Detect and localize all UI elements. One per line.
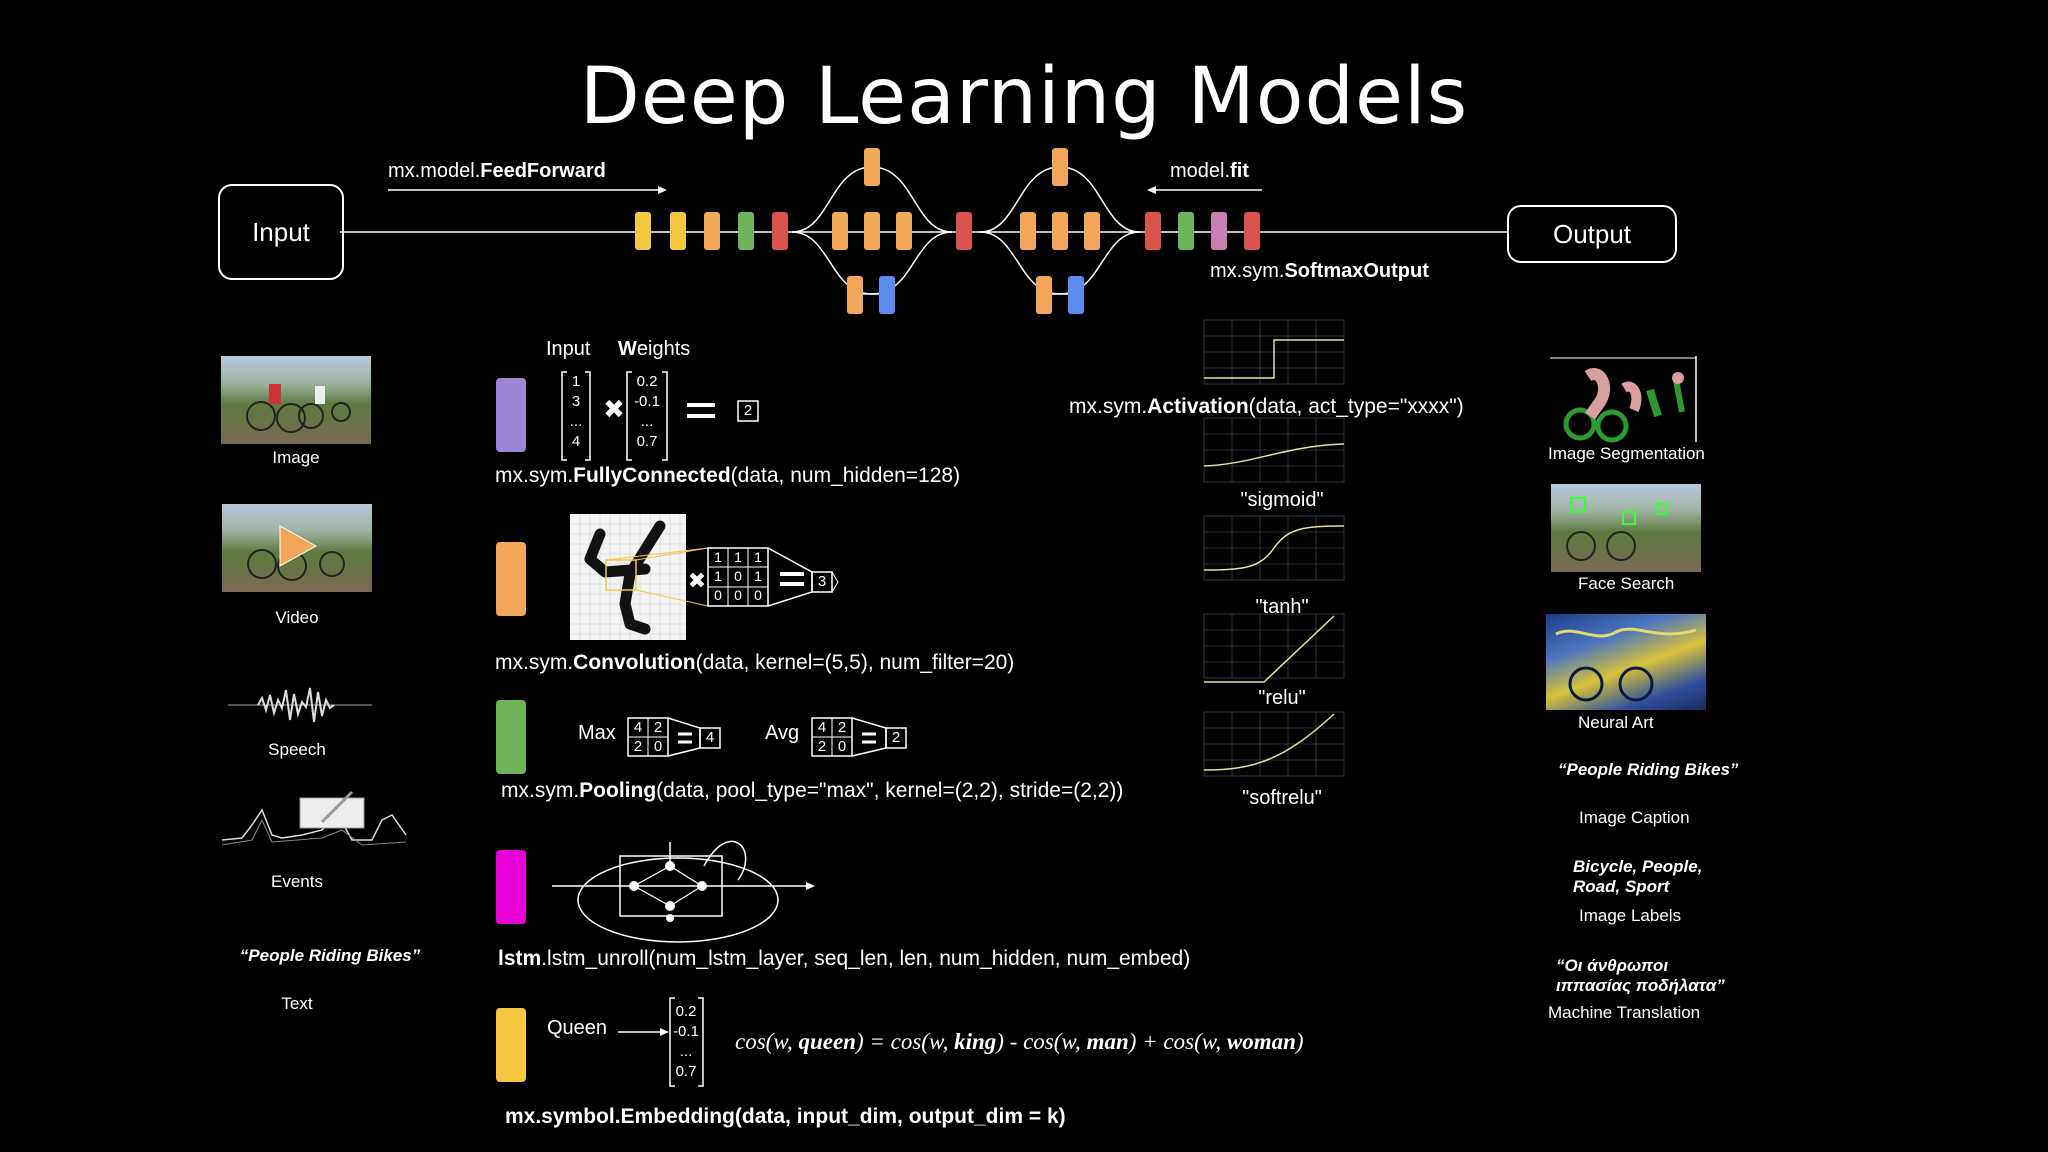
labels-output-line1: Bicycle, People,: [1573, 857, 1703, 876]
segmentation-label: Image Segmentation: [1548, 444, 1705, 463]
output-box: Output: [1507, 205, 1677, 263]
fc-weight-vector: 0.2-0.1...0.7: [634, 373, 660, 450]
act-tanh-label: "tanh": [1255, 596, 1309, 618]
labels-output-line2: Road, Sport: [1573, 877, 1670, 896]
act-relu-label: "relu": [1258, 687, 1306, 709]
video-thumbnail: [222, 504, 372, 592]
speech-waveform: [228, 687, 372, 723]
conv-result: 3: [817, 573, 827, 590]
neural-art-label: Neural Art: [1578, 713, 1654, 732]
lstm-diagram: [552, 840, 815, 943]
page-title: Deep Learning Models: [579, 52, 1469, 142]
pool-max-label: Max: [578, 722, 616, 744]
caption-label: Image Caption: [1579, 808, 1690, 827]
embedding-arrow: [618, 997, 704, 1087]
multiply-icon: ✖: [603, 395, 625, 425]
lstm-code: lstm.lstm_unroll(num_lstm_layer, seq_len…: [498, 947, 1191, 970]
translation-label: Machine Translation: [1548, 1003, 1701, 1022]
embedding-code: mx.symbol.Embedding(data, input_dim, out…: [505, 1105, 1066, 1128]
act-sigmoid-label: "sigmoid": [1240, 489, 1324, 511]
pool-code: mx.sym.Pooling(data, pool_type="max", ke…: [501, 779, 1124, 802]
activation-plots: [1203, 319, 1345, 777]
translation-output-line1: “Οι άνθρωποι: [1556, 956, 1669, 975]
labels-label: Image Labels: [1579, 906, 1682, 925]
pool-max-result: 4: [705, 729, 715, 746]
act-softrelu-label: "softrelu": [1242, 787, 1322, 809]
text-label: Text: [281, 994, 313, 1013]
segmentation-image: [1550, 356, 1697, 443]
face-search-label: Face Search: [1578, 574, 1675, 593]
conv-layer-block: [496, 542, 526, 616]
embedding-formula: cos(w, queen) = cos(w, king) - cos(w, ma…: [735, 1029, 1304, 1054]
multiply-icon: ✖: [688, 569, 706, 594]
speech-label: Speech: [268, 740, 326, 759]
face-search-image: [1551, 484, 1701, 572]
translation-output-line2: ιππασίας ποδήλατα”: [1556, 976, 1725, 995]
fc-code: mx.sym.FullyConnected(data, num_hidden=1…: [495, 464, 961, 487]
lstm-layer-block: [496, 850, 526, 924]
fc-brackets: ✖: [561, 371, 759, 461]
caption-output: “People Riding Bikes”: [1558, 760, 1739, 779]
output-label: Output: [1552, 218, 1632, 249]
embedding-vector: 0.2-0.1...0.7: [673, 1003, 699, 1080]
image-label: Image: [272, 448, 320, 467]
fc-layer-block: [496, 378, 526, 452]
pool-avg-label: Avg: [765, 722, 800, 744]
activation-code: mx.sym.Activation(data, act_type="xxxx"): [1069, 395, 1464, 418]
feedforward-label: mx.model.FeedForward: [388, 160, 606, 182]
pool-layer-block: [496, 700, 526, 774]
neural-art-image: [1546, 614, 1706, 710]
input-box: Input: [218, 184, 344, 280]
fit-label: model.fit: [1170, 160, 1249, 182]
events-chart: [221, 780, 407, 860]
fc-weights-header: Weights: [618, 338, 691, 360]
fc-input-header: Input: [546, 338, 591, 360]
pipeline-network: [340, 148, 1507, 314]
events-label: Events: [271, 872, 323, 891]
embedding-word: Queen: [547, 1017, 608, 1039]
conv-kernel: ✖: [605, 547, 839, 607]
embedding-layer-block: [496, 1008, 526, 1082]
softmax-label: mx.sym.SoftmaxOutput: [1210, 260, 1429, 282]
fc-result: 2: [743, 402, 753, 419]
conv-code: mx.sym.Convolution(data, kernel=(5,5), n…: [495, 651, 1015, 674]
pool-grids: [627, 717, 907, 757]
image-thumbnail: [221, 356, 371, 444]
video-label: Video: [275, 608, 319, 627]
input-label: Input: [252, 216, 310, 247]
text-caption: “People Riding Bikes”: [239, 946, 421, 965]
conv-digit-grid: [570, 514, 686, 640]
pool-avg-result: 2: [891, 729, 901, 746]
